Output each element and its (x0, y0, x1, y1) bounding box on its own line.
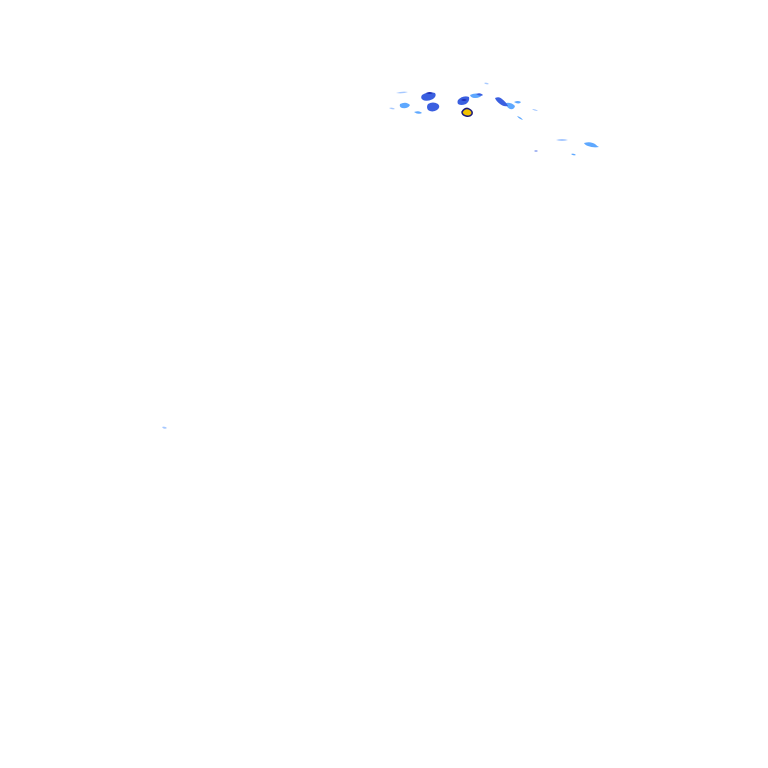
rain-cell-moderate (506, 102, 515, 110)
rain-cell-heavy (476, 93, 483, 96)
rain-cell-light (556, 139, 568, 141)
rain-cell-light (162, 426, 167, 429)
rain-cell-moderate (414, 111, 422, 114)
rain-cell-light (396, 91, 408, 94)
rain-cell-heavy (421, 92, 436, 101)
rain-cell-very-heavy (461, 99, 467, 101)
rain-cell-light (484, 82, 489, 85)
storm-cluster-main (389, 82, 538, 120)
rain-cell-moderate (584, 142, 599, 148)
rain-cell-moderate (399, 102, 410, 109)
rain-cell-heavy (534, 150, 538, 152)
rain-cell-heavy (495, 97, 508, 107)
storm-cluster-west (162, 426, 167, 429)
rain-cell-moderate (571, 153, 576, 156)
storm-cluster-east (534, 139, 599, 156)
rain-cell-light (532, 109, 538, 111)
rain-cell-heavy (427, 102, 440, 112)
rain-cell-moderate (517, 116, 523, 120)
rain-cell-very-heavy (426, 92, 433, 94)
rain-cell-moderate (514, 101, 521, 104)
rain-core-intense (461, 107, 473, 117)
rain-cell-light (389, 107, 395, 110)
